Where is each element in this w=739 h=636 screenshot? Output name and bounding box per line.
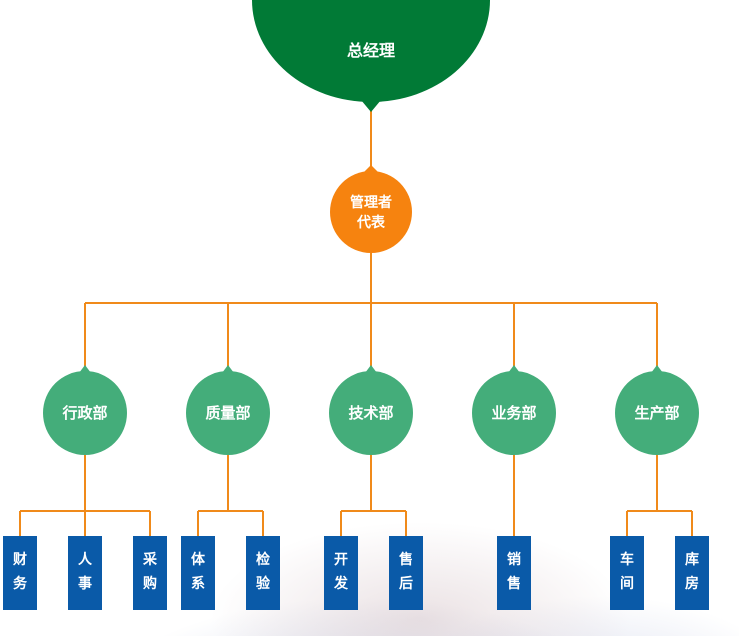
root-node-shape [252, 0, 490, 102]
department-label: 质量部 [205, 404, 251, 422]
leaf-node-shape [3, 536, 37, 610]
leaf-node-shape [675, 536, 709, 610]
department-label: 业务部 [491, 404, 537, 422]
leaf-node-shape [133, 536, 167, 610]
leaf-label: 人事 [70, 548, 100, 596]
leaf-node-shape [181, 536, 215, 610]
department-node-shape [43, 371, 127, 455]
leaf-node-shape [389, 536, 423, 610]
leaf-label-char2: 事 [78, 576, 92, 592]
leaf-node-shape [246, 536, 280, 610]
department-node-tip [222, 365, 234, 373]
representative-label-line1: 管理者 [350, 195, 392, 211]
leaf-label-char1: 销 [507, 552, 521, 568]
department-nodes [43, 365, 699, 455]
leaf-label-char1: 售 [399, 552, 413, 568]
representative-label-line2: 代表 [357, 215, 385, 231]
representative-node-tip [364, 165, 378, 172]
department-node-tip [79, 365, 91, 373]
leaf-label-char1: 采 [143, 552, 157, 568]
department-label: 行政部 [62, 404, 108, 422]
leaf-label-char2: 验 [256, 576, 270, 592]
department-label: 技术部 [348, 404, 394, 422]
leaf-node-shape [497, 536, 531, 610]
leaf-label-char2: 后 [399, 576, 413, 592]
leaf-label: 车间 [612, 548, 642, 596]
connector-lines [19, 110, 693, 536]
leaf-label-char2: 务 [13, 576, 27, 592]
department-label: 生产部 [634, 404, 680, 422]
leaf-label: 体系 [183, 548, 213, 596]
leaf-node-shape [610, 536, 644, 610]
leaf-label: 库房 [677, 548, 707, 596]
leaf-label-char2: 房 [685, 576, 699, 592]
leaf-label-char1: 人 [78, 552, 92, 568]
representative-label: 管理者 代表 [331, 193, 411, 233]
leaf-label: 采购 [135, 548, 165, 596]
leaf-label: 检验 [248, 548, 278, 596]
leaf-label-char1: 车 [620, 552, 634, 568]
department-node-tip [508, 365, 520, 373]
department-node-tip [651, 365, 663, 373]
leaf-label-char1: 库 [685, 552, 699, 568]
department-node-shape [329, 371, 413, 455]
leaf-label-char1: 体 [191, 552, 205, 568]
leaf-label: 销售 [499, 548, 529, 596]
leaf-label-char1: 开 [334, 552, 348, 568]
root-label: 总经理 [346, 41, 395, 60]
leaf-label-char2: 购 [143, 576, 157, 592]
department-node-shape [186, 371, 270, 455]
department-node-shape [472, 371, 556, 455]
leaf-nodes [3, 536, 709, 610]
leaf-label-char2: 系 [191, 576, 205, 592]
leaf-label-char2: 发 [334, 576, 348, 592]
representative-node-shape [330, 171, 412, 253]
department-node-shape [615, 371, 699, 455]
leaf-label-char2: 间 [620, 576, 634, 592]
leaf-label: 财务 [5, 548, 35, 596]
leaf-label-char2: 售 [507, 576, 521, 592]
leaf-label-char1: 检 [256, 552, 270, 568]
leaf-node-shape [324, 536, 358, 610]
leaf-node-shape [68, 536, 102, 610]
department-node-tip [365, 365, 377, 373]
leaf-label: 售后 [391, 548, 421, 596]
leaf-label-char1: 财 [13, 552, 27, 568]
leaf-label: 开发 [326, 548, 356, 596]
root-node-tip [361, 100, 381, 112]
